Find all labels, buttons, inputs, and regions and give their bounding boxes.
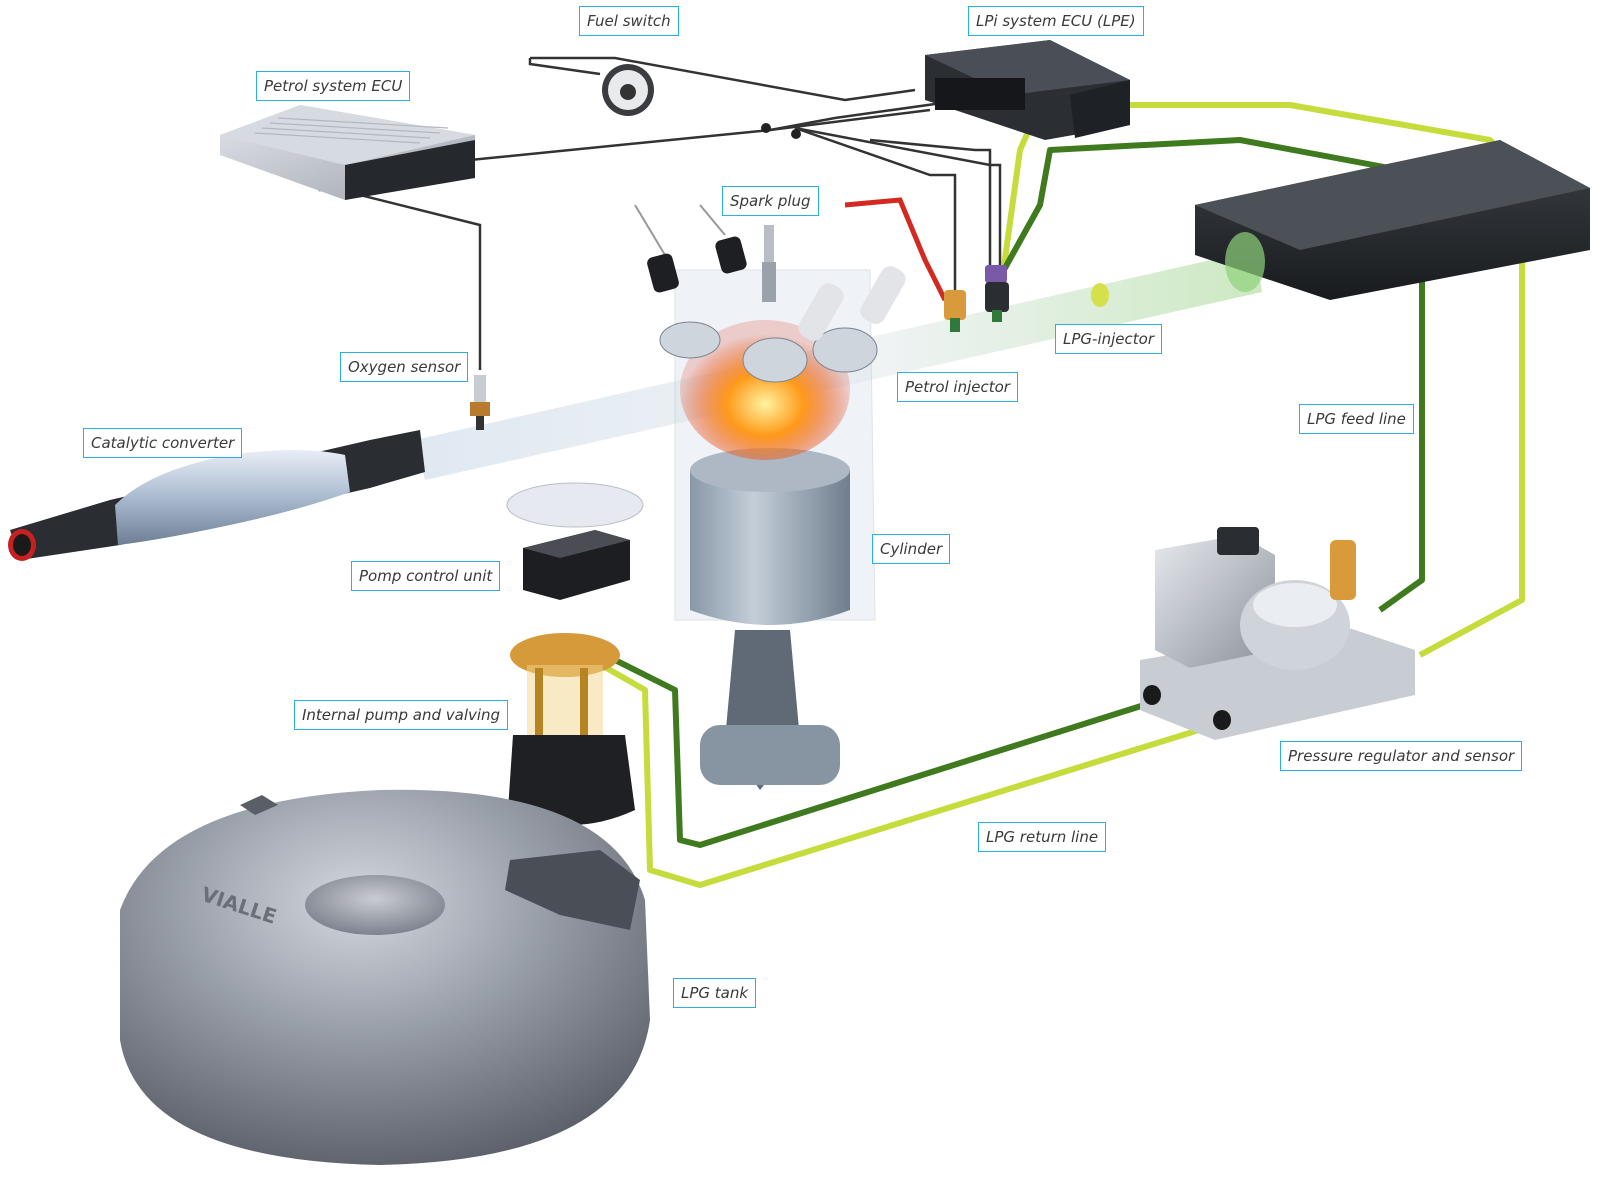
label-lpg-tank: LPG tank — [673, 978, 757, 1008]
lpg-injector-part — [985, 265, 1109, 322]
wiring-harness — [318, 56, 1002, 370]
label-lpg-feed-line: LPG feed line — [1299, 404, 1414, 434]
catalytic-converter-part — [8, 430, 425, 561]
label-cylinder: Cylinder — [872, 534, 951, 564]
oxygen-sensor-part — [470, 375, 490, 430]
engine-cylinder-part — [634, 204, 906, 790]
lpg-feed-line — [573, 102, 1525, 888]
label-catalytic-converter: Catalytic converter — [83, 428, 243, 458]
label-pressure-regulator: Pressure regulator and sensor — [1280, 741, 1523, 771]
lpi-ecu-unit — [925, 40, 1130, 140]
label-internal-pump: Internal pump and valving — [294, 700, 509, 730]
wire-junction-1 — [761, 123, 771, 133]
label-lpg-injector: LPG-injector — [1055, 324, 1162, 354]
lpg-return-line — [573, 137, 1425, 848]
petrol-ecu-unit — [220, 105, 475, 200]
label-oxygen-sensor: Oxygen sensor — [340, 352, 469, 382]
label-petrol-injector: Petrol injector — [897, 372, 1018, 402]
label-fuel-switch: Fuel switch — [579, 6, 679, 36]
pump-control-unit-part — [506, 482, 644, 600]
wire-junction-2 — [791, 129, 801, 139]
label-pump-control-unit: Pomp control unit — [351, 561, 501, 591]
label-lpg-return-line: LPG return line — [978, 822, 1107, 852]
label-lpi-ecu: LPi system ECU (LPE) — [968, 6, 1144, 36]
label-spark-plug: Spark plug — [722, 186, 819, 216]
pressure-regulator-part — [1140, 527, 1415, 740]
air-filter-box — [1195, 140, 1590, 300]
label-petrol-ecu: Petrol system ECU — [256, 71, 411, 101]
lpg-tank-part: VIALLE — [120, 789, 650, 1165]
petrol-injector-part — [844, 197, 966, 332]
fuel-switch-knob — [602, 64, 654, 116]
